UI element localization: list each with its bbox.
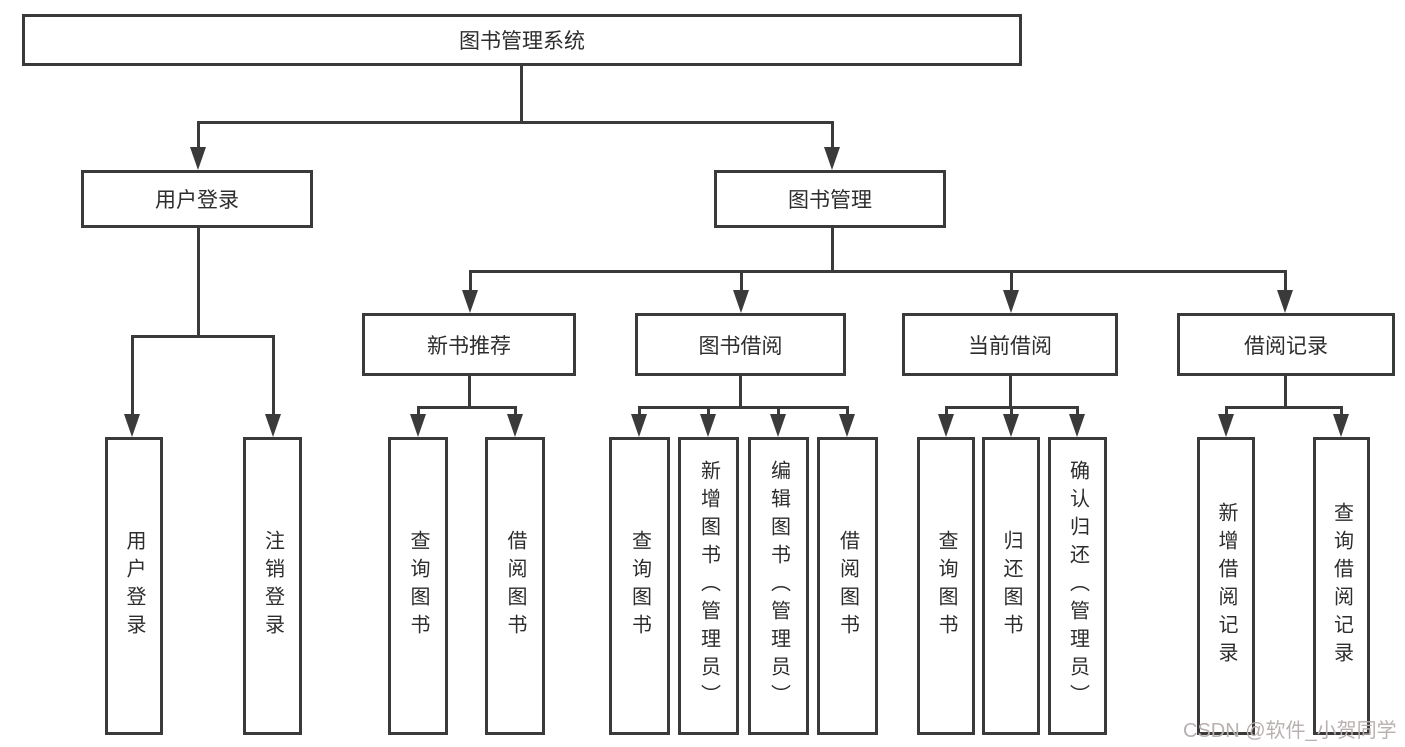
leaf-current-query-book-label: 查询图书 — [935, 530, 957, 642]
connector-level2-branch — [197, 121, 833, 124]
connector-stem-borrow-query — [638, 406, 641, 416]
connector-new-book-trunk — [468, 375, 471, 409]
leaf-logout-label: 注销登录 — [261, 530, 284, 642]
node-book-borrow: 图书借阅 — [635, 313, 846, 376]
connector-stem-leaf-login — [131, 335, 134, 415]
leaf-current-confirm-return-admin: 确认归还（管理员） — [1048, 437, 1107, 735]
connector-user-login-trunk — [197, 228, 200, 338]
arrow-to-record-query-icon — [1333, 414, 1349, 437]
node-book-mgmt: 图书管理 — [714, 170, 946, 228]
leaf-borrow-edit-book-admin-label: 编辑图书（管理员） — [767, 460, 790, 712]
connector-stem-rec-borrow — [514, 406, 517, 416]
node-borrow-record-label: 借阅记录 — [1244, 334, 1328, 358]
connector-stem-current-return — [1010, 406, 1013, 416]
leaf-current-return-book-label: 归还图书 — [1000, 530, 1022, 642]
connector-stem-borrow-edit — [777, 406, 780, 416]
connector-stem-new-book — [469, 270, 472, 292]
connector-book-mgmt-trunk — [831, 228, 834, 273]
node-book-borrow-label: 图书借阅 — [698, 334, 783, 358]
connector-root-trunk — [520, 66, 523, 122]
connector-book-borrow-branch — [638, 406, 849, 409]
leaf-user-login: 用户登录 — [105, 437, 163, 735]
leaf-rec-query-book: 查询图书 — [388, 437, 448, 735]
leaf-borrow-add-book-admin: 新增图书（管理员） — [678, 437, 739, 735]
leaf-borrow-query-book: 查询图书 — [609, 437, 670, 735]
connector-stem-current-query — [945, 406, 948, 416]
leaf-record-query-record: 查询借阅记录 — [1313, 437, 1370, 735]
leaf-borrow-borrow-book: 借阅图书 — [817, 437, 878, 735]
arrow-to-borrow-borrow-icon — [839, 414, 855, 437]
arrow-to-leaf-login-icon — [124, 414, 140, 437]
connector-stem-borrow-borrow — [846, 406, 849, 416]
connector-stem-current-borrow — [1010, 270, 1013, 292]
node-book-mgmt-label: 图书管理 — [788, 189, 872, 212]
connector-book-borrow-trunk — [739, 375, 742, 409]
connector-stem-current-confirm — [1076, 406, 1079, 416]
connector-borrow-record-branch — [1225, 406, 1343, 409]
csdn-watermark: CSDN @软件_小贺同学 — [1183, 720, 1397, 742]
arrow-to-user-login-icon — [190, 147, 206, 170]
connector-level3-branch — [469, 270, 1287, 273]
connector-stem-book-borrow — [740, 270, 743, 292]
arrow-to-borrow-add-icon — [700, 414, 716, 437]
leaf-rec-query-book-label: 查询图书 — [407, 530, 429, 642]
arrow-to-current-confirm-icon — [1069, 414, 1085, 437]
leaf-rec-borrow-book: 借阅图书 — [485, 437, 545, 735]
arrow-to-current-borrow-icon — [1003, 290, 1019, 313]
node-current-borrow-label: 当前借阅 — [968, 334, 1052, 358]
connector-stem-borrow-add — [707, 406, 710, 416]
connector-current-borrow-trunk — [1009, 375, 1012, 409]
leaf-logout: 注销登录 — [243, 437, 302, 735]
connector-stem-rec-query — [417, 406, 420, 416]
leaf-borrow-borrow-book-label: 借阅图书 — [836, 530, 859, 642]
arrow-to-borrow-edit-icon — [770, 414, 786, 437]
arrow-to-current-query-icon — [938, 414, 954, 437]
node-root: 图书管理系统 — [22, 14, 1022, 66]
connector-borrow-record-trunk — [1284, 375, 1287, 409]
leaf-current-query-book: 查询图书 — [917, 437, 975, 735]
node-new-book-rec-label: 新书推荐 — [427, 334, 511, 358]
connector-stem-borrow-record — [1284, 270, 1287, 292]
arrow-to-borrow-query-icon — [631, 414, 647, 437]
arrow-to-borrow-record-icon — [1277, 290, 1293, 313]
arrow-to-book-mgmt-icon — [824, 147, 840, 170]
leaf-rec-borrow-book-label: 借阅图书 — [504, 530, 526, 642]
leaf-borrow-add-book-admin-label: 新增图书（管理员） — [697, 460, 720, 712]
connector-stem-record-query — [1340, 406, 1343, 416]
arrow-to-leaf-logout-icon — [265, 414, 281, 437]
connector-user-login-branch — [131, 335, 275, 338]
leaf-record-add-record: 新增借阅记录 — [1197, 437, 1255, 735]
node-root-label: 图书管理系统 — [459, 30, 585, 53]
leaf-record-query-record-label: 查询借阅记录 — [1330, 502, 1353, 670]
node-user-login: 用户登录 — [81, 170, 313, 228]
arrow-to-current-return-icon — [1003, 414, 1019, 437]
arrow-to-book-borrow-icon — [733, 290, 749, 313]
node-user-login-label: 用户登录 — [155, 189, 239, 212]
leaf-borrow-query-book-label: 查询图书 — [628, 530, 651, 642]
connector-stem-user-login — [197, 121, 200, 149]
connector-new-book-branch — [417, 406, 517, 409]
connector-stem-book-mgmt — [831, 121, 834, 149]
arrow-to-rec-query-icon — [410, 414, 426, 437]
leaf-current-return-book: 归还图书 — [982, 437, 1040, 735]
node-new-book-rec: 新书推荐 — [362, 313, 576, 376]
connector-stem-leaf-logout — [272, 335, 275, 415]
leaf-user-login-label: 用户登录 — [123, 530, 145, 642]
leaf-record-add-record-label: 新增借阅记录 — [1215, 502, 1237, 670]
node-current-borrow: 当前借阅 — [902, 313, 1118, 376]
leaf-current-confirm-return-admin-label: 确认归还（管理员） — [1066, 460, 1089, 712]
connector-stem-record-add — [1225, 406, 1228, 416]
node-borrow-record: 借阅记录 — [1177, 313, 1395, 376]
arrow-to-new-book-icon — [462, 290, 478, 313]
leaf-borrow-edit-book-admin: 编辑图书（管理员） — [748, 437, 809, 735]
arrow-to-rec-borrow-icon — [507, 414, 523, 437]
arrow-to-record-add-icon — [1218, 414, 1234, 437]
